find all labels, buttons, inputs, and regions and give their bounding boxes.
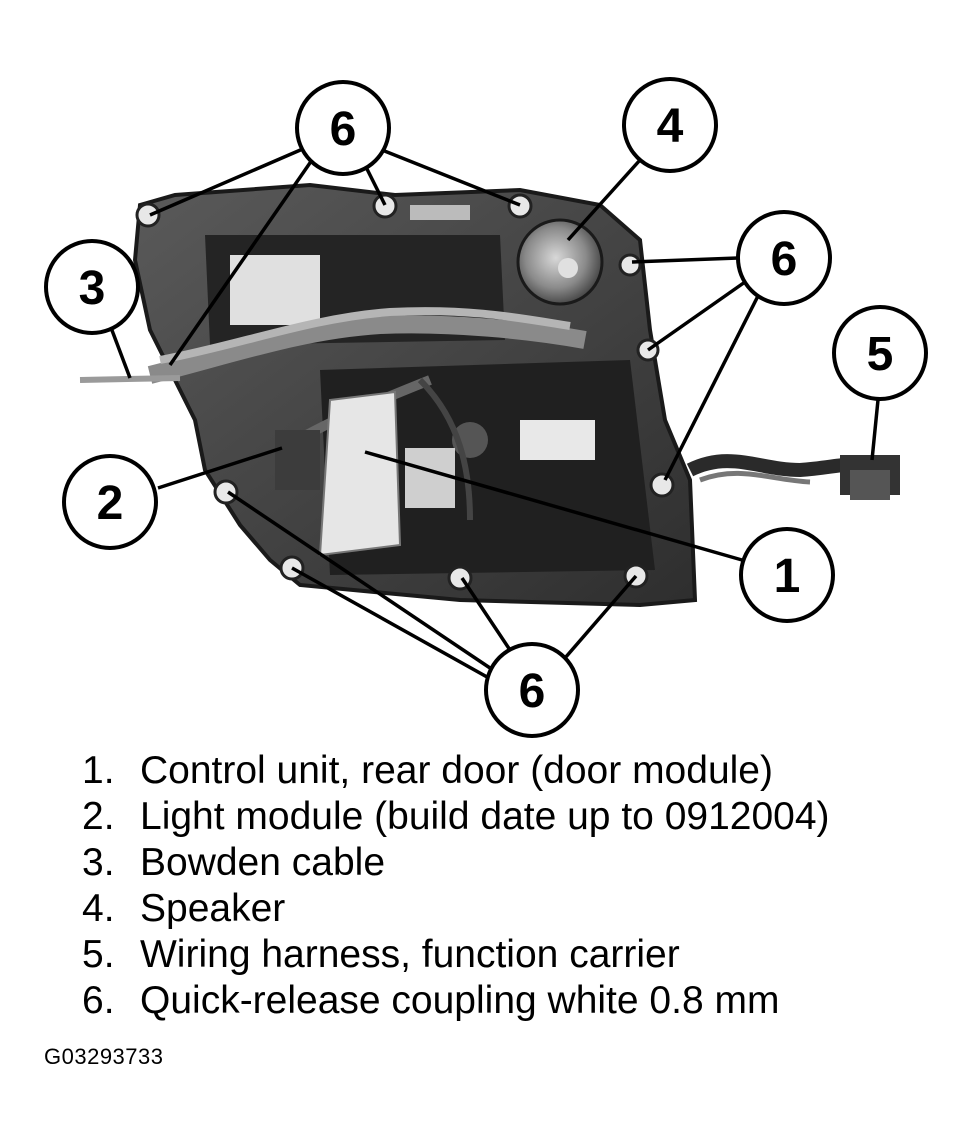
figure-code: G03293733: [44, 1044, 164, 1069]
callout-6-right: 6: [736, 210, 832, 306]
legend-number: 1.: [82, 749, 115, 792]
light-module: [275, 430, 320, 490]
leader-lines: [108, 146, 880, 684]
control-unit-box: [318, 390, 402, 557]
callout-5: 5: [832, 305, 928, 401]
callout-label: 3: [79, 262, 106, 315]
callout-3: 3: [44, 239, 140, 335]
legend-number: 6.: [82, 979, 115, 1022]
callout-label: 2: [97, 477, 124, 530]
quick-release-couplings: [135, 193, 675, 591]
callout-1: 1: [739, 527, 835, 623]
legend-item: 3. Bowden cable: [82, 840, 830, 886]
callout-6-bottom: 6: [484, 642, 580, 738]
callout-label: 6: [330, 103, 357, 156]
legend-item: 2. Light module (build date up to 0912004…: [82, 794, 830, 840]
legend-text: Light module (build date up to 0912004): [140, 795, 830, 838]
legend-item: 5. Wiring harness, function carrier: [82, 932, 830, 978]
upper-label: [230, 255, 320, 325]
legend-item: 6. Quick-release coupling white 0.8 mm: [82, 978, 830, 1024]
legend-text: Speaker: [140, 887, 286, 930]
legend-text: Control unit, rear door (door module): [140, 749, 773, 792]
legend-text: Wiring harness, function carrier: [140, 933, 680, 976]
legend-number: 3.: [82, 841, 115, 884]
legend-number: 5.: [82, 933, 115, 976]
legend-number: 2.: [82, 795, 115, 838]
function-carrier-panel: [79, 182, 900, 608]
callout-label: 1: [774, 550, 801, 603]
callout-label: 4: [657, 100, 684, 153]
callout-6-top: 6: [295, 80, 391, 176]
wiring-harness: [686, 454, 867, 478]
legend-item: 1. Control unit, rear door (door module): [82, 748, 830, 794]
legend-number: 4.: [82, 887, 115, 930]
parts-legend: 1.Control unit, rear door (door module) …: [82, 748, 830, 1024]
callout-4: 4: [622, 77, 718, 173]
legend-text: Bowden cable: [140, 841, 386, 884]
legend-text: Quick-release coupling white 0.8 mm: [140, 979, 780, 1022]
callout-label: 6: [519, 665, 546, 718]
legend-item: 4. Speaker: [82, 886, 830, 932]
door-module-figure: 6 4 6 3 5 2 1 6: [44, 77, 928, 738]
callout-label: 6: [771, 233, 798, 286]
callout-label: 5: [867, 328, 894, 381]
callout-2: 2: [62, 454, 158, 550]
